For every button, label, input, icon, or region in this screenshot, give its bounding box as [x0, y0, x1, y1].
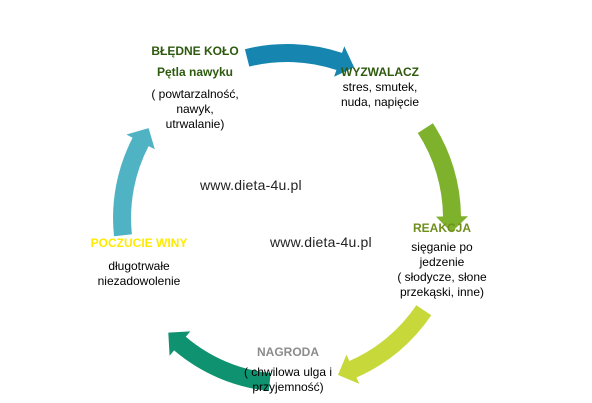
node-reaction-line: sięganie po — [411, 240, 473, 254]
node-reaction-line: przekąski, inne) — [399, 285, 485, 299]
arrow-reaction-to-reward — [338, 305, 432, 384]
node-trigger: WYZWALACZ stres, smutek, nuda, napięcie — [318, 65, 442, 110]
node-vicious-cycle-subtitle: Pętla nawyku — [156, 65, 234, 79]
arrow-cycle-to-trigger — [244, 44, 355, 77]
arrow-trigger-to-reaction — [417, 123, 468, 233]
node-reward-line: przyjemność) — [252, 380, 324, 394]
node-trigger-line: nuda, napięcie — [340, 95, 420, 109]
node-trigger-line: stres, smutek, — [342, 80, 418, 94]
node-trigger-title: WYZWALACZ — [341, 65, 419, 79]
node-reward: NAGRODA ( chwilowa ulga i przyjemność) — [226, 345, 350, 395]
node-vicious-cycle-line: ( powtarzalność, — [151, 87, 239, 101]
node-vicious-cycle: BŁĘDNE KOŁO Pętla nawyku ( powtarzalność… — [130, 44, 260, 132]
node-reward-title: NAGRODA — [257, 345, 319, 359]
node-vicious-cycle-line: utrwalanie) — [165, 117, 225, 131]
node-reaction-line: ( słodycze, słone — [397, 270, 487, 284]
node-guilt-line: długotrwałe — [108, 259, 170, 273]
node-guilt: POCZUCIE WINY długotrwałe niezadowolenie — [78, 236, 200, 289]
node-reaction-line: jedzenie — [419, 255, 465, 269]
arrow-reward-to-guilt — [168, 331, 271, 391]
node-reaction-title: REAKCJA — [412, 221, 471, 235]
arrow-guilt-to-cycle — [113, 128, 155, 237]
watermark-text: www.dieta-4u.pl — [200, 177, 302, 193]
watermark-text: www.dieta-4u.pl — [270, 234, 372, 250]
node-reaction: REAKCJA sięganie po jedzenie ( słodycze,… — [380, 221, 504, 300]
node-guilt-line: niezadowolenie — [97, 274, 181, 288]
node-vicious-cycle-title: BŁĘDNE KOŁO — [151, 44, 239, 58]
node-reward-line: ( chwilowa ulga i — [243, 365, 333, 379]
node-vicious-cycle-line: nawyk, — [176, 102, 214, 116]
node-guilt-title: POCZUCIE WINY — [90, 236, 188, 250]
